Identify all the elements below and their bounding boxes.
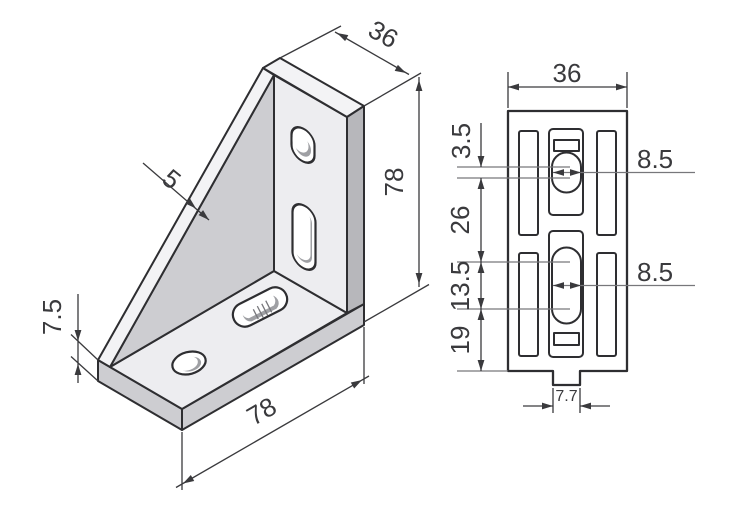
dim-tab-width-label: 7.7 <box>555 388 577 405</box>
iso-bracket-body <box>97 57 365 431</box>
dim-iso-length-label: 78 <box>241 391 281 431</box>
dim-top-slot-centers-label: 3.5 <box>446 123 476 159</box>
front-leader-lines <box>457 166 695 372</box>
dim-top-slot-width-label: 8.5 <box>637 144 673 174</box>
dim-iso-base-thickness-label: 7.5 <box>37 299 67 335</box>
dim-bottom-offset-label: 19 <box>445 326 475 355</box>
dim-top-slot-width: 8.5 <box>553 144 673 176</box>
dim-front-width: 36 <box>507 58 628 108</box>
base-hole <box>171 350 207 376</box>
front-center-notch-top <box>553 139 580 152</box>
vertical-plate-slot <box>291 203 317 271</box>
dim-bottom-slot-centers-label: 13.5 <box>445 261 475 312</box>
front-right-slot-top <box>596 130 617 236</box>
front-left-slot-bottom <box>518 252 539 357</box>
front-left-slot-top <box>518 130 539 236</box>
front-body <box>506 109 629 387</box>
dim-front-chain: 3.5 26 13.5 19 <box>445 123 485 371</box>
dim-iso-height-label: 78 <box>379 168 409 197</box>
base-slot <box>231 286 289 328</box>
front-right-slot-bottom <box>596 252 617 357</box>
iso-holes <box>171 126 317 376</box>
dim-iso-web-thickness-label: 5 <box>157 163 187 195</box>
dim-bottom-slot-width-label: 8.5 <box>637 257 673 287</box>
dim-bottom-slot-width: 8.5 <box>553 257 673 289</box>
dim-iso-base-thickness: 7.5 <box>37 294 99 383</box>
front-view: 36 3.5 26 13.5 19 8.5 <box>445 58 695 413</box>
front-center-notch-bottom <box>553 332 580 346</box>
dim-iso-height: 78 <box>363 77 430 323</box>
dim-tab-width: 7.7 <box>523 388 610 413</box>
front-dimensions: 36 3.5 26 13.5 19 8.5 <box>445 58 673 413</box>
vertical-plate-hole <box>290 126 316 164</box>
dim-iso-top-width-label: 36 <box>363 14 403 54</box>
iso-view: 36 78 78 7.5 <box>37 14 430 490</box>
dim-front-width-label: 36 <box>553 58 582 88</box>
iso-dimensions: 36 78 78 7.5 <box>37 14 430 490</box>
vertical-plate-side-face <box>346 105 365 314</box>
dim-slot-gap-label: 26 <box>445 206 475 235</box>
